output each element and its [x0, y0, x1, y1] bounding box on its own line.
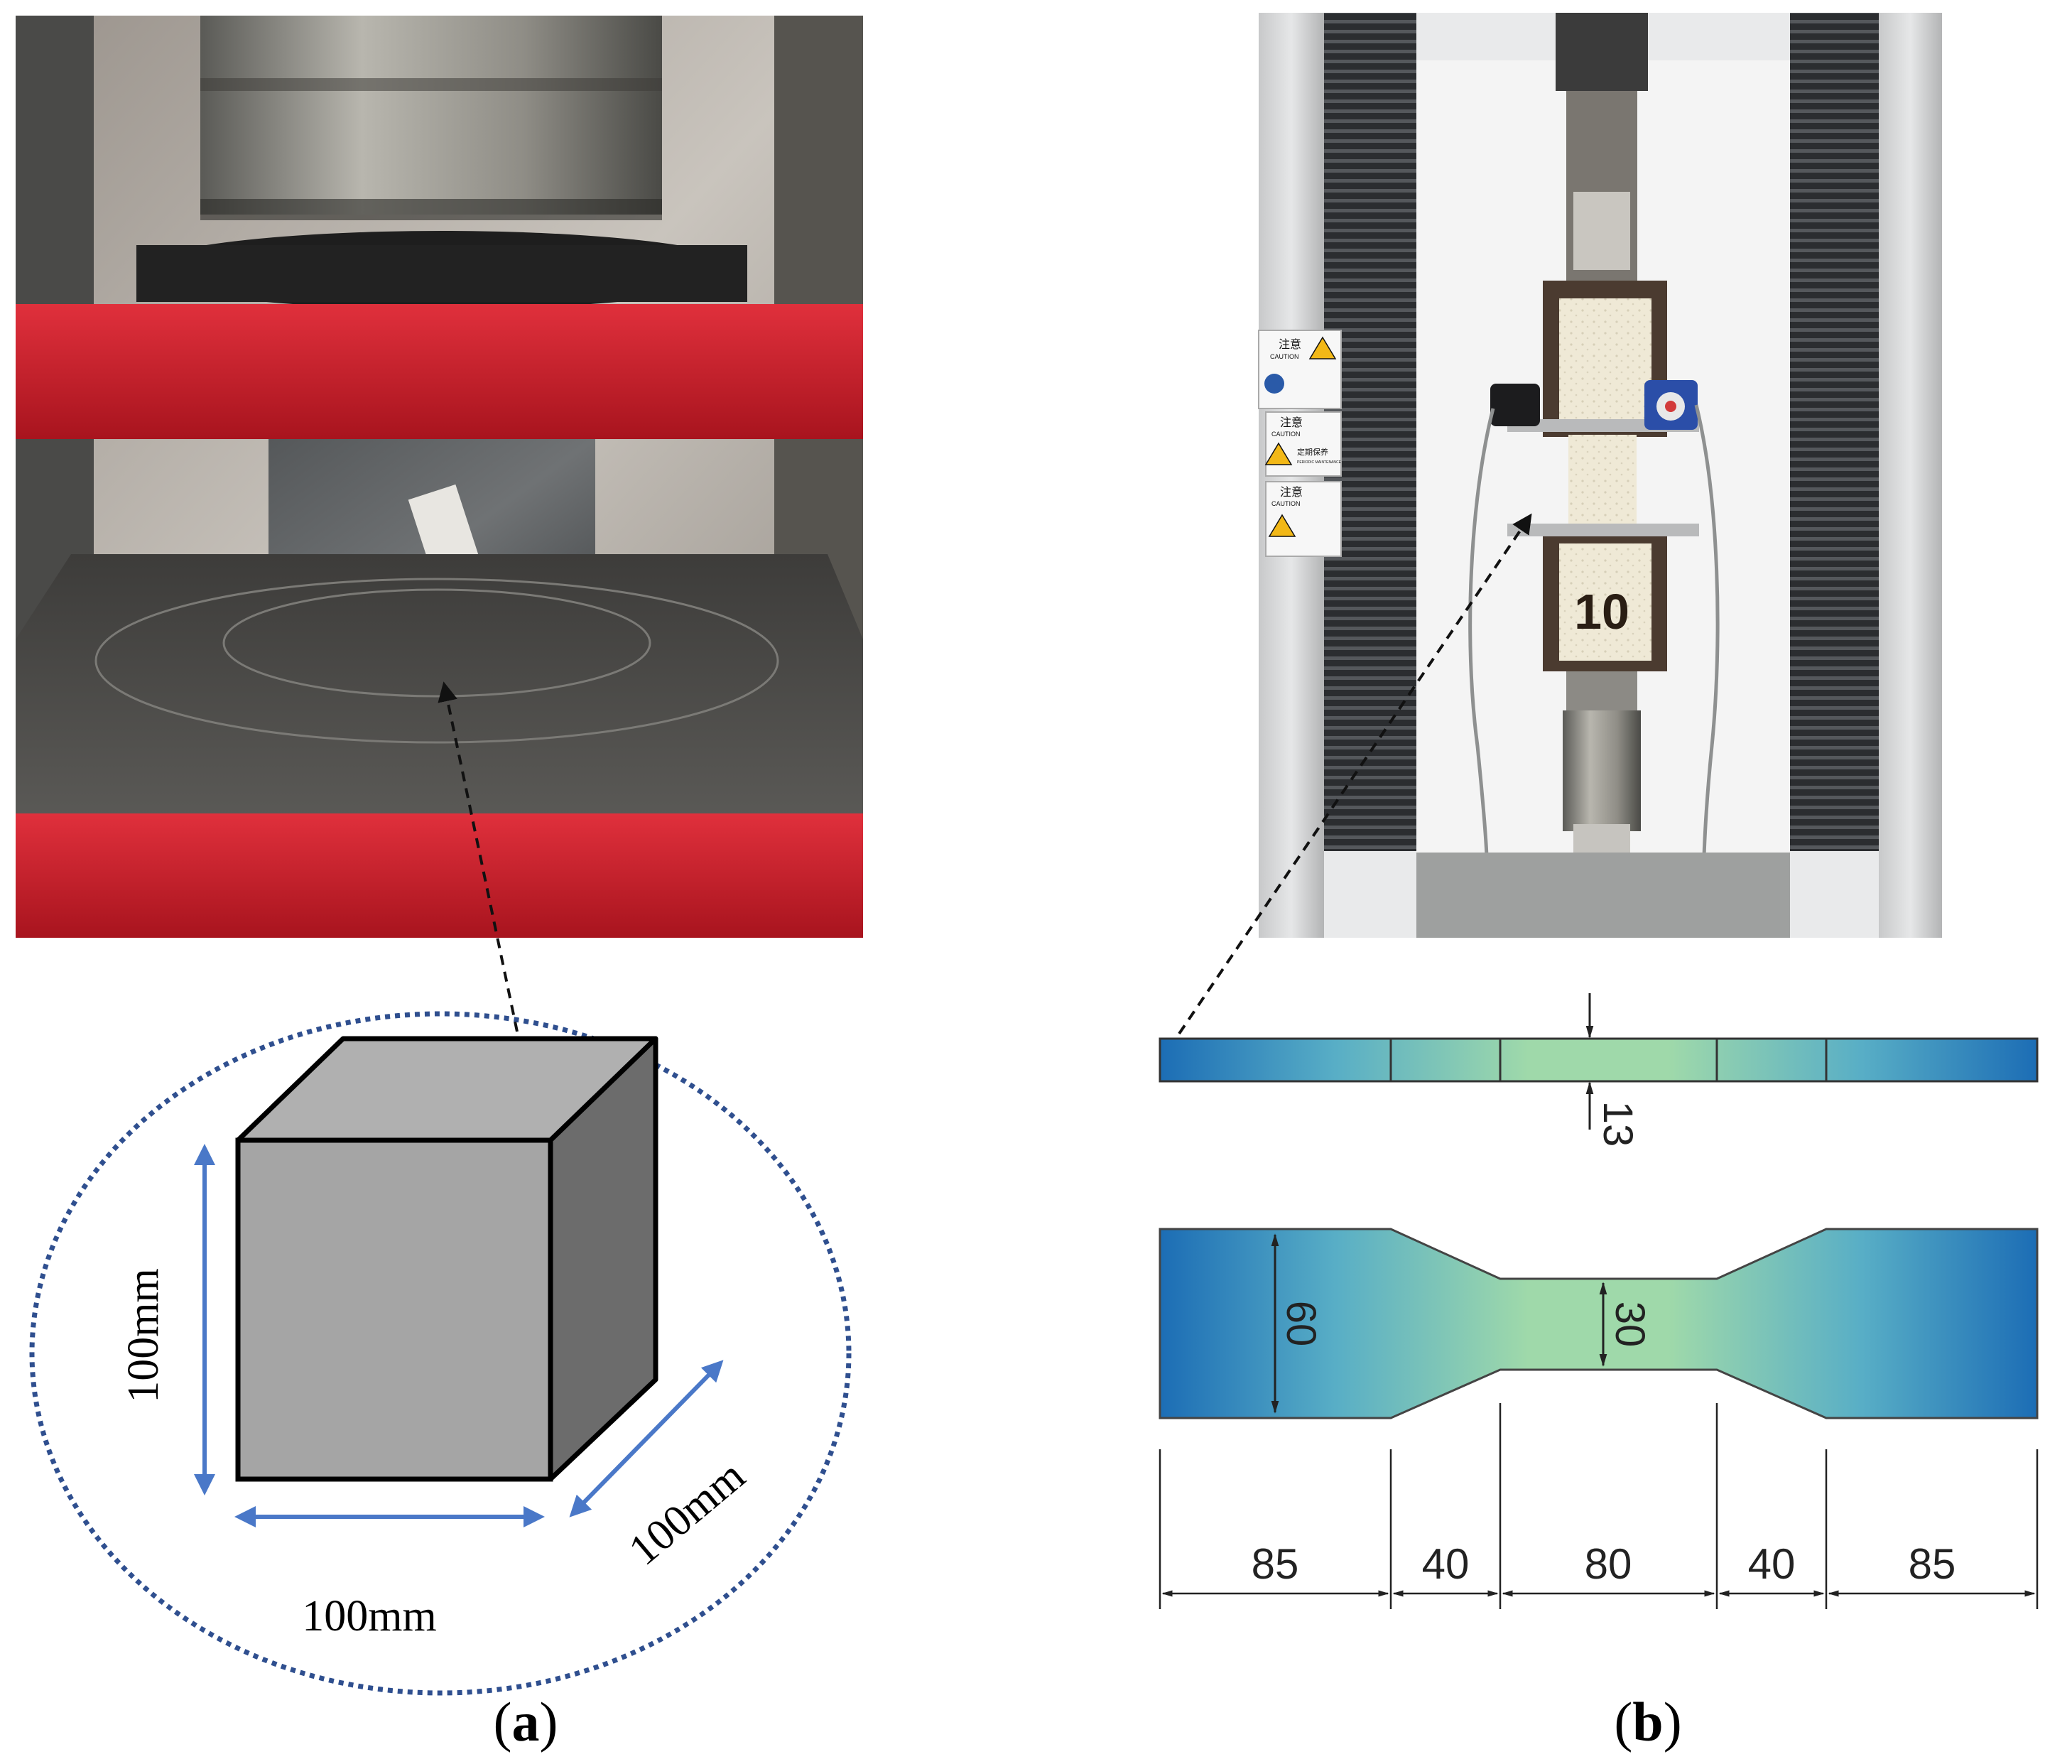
right-louver-panel	[1790, 13, 1879, 851]
caution-label-2: 注意 CAUTION 定期保养 PERIODIC MAINTENANCE	[1264, 411, 1342, 477]
svg-text:(b): (b)	[1614, 1691, 1681, 1753]
svg-text:(a): (a)	[494, 1691, 558, 1753]
lower-grip	[1566, 671, 1637, 714]
depth-arrow	[569, 1360, 724, 1517]
panel-b-photo: 10 注意 CAUTION 注意 CAUTION 定期保养 PERIOD	[1258, 13, 1942, 938]
width-label: 100mm	[302, 1592, 436, 1640]
specimen-number: 10	[1574, 584, 1629, 639]
lower-platen	[16, 554, 863, 817]
svg-text:CAUTION: CAUTION	[1271, 431, 1301, 438]
segment-label-5: 85	[1909, 1540, 1956, 1588]
svg-text:CAUTION: CAUTION	[1270, 353, 1299, 360]
height-label: 100mm	[119, 1268, 168, 1402]
caption-b: (b)	[1614, 1691, 1681, 1753]
specimen-top-view	[1159, 1228, 2039, 1419]
press-ram	[200, 16, 662, 215]
panel-a-photo: 8h	[16, 16, 863, 938]
svg-text:定期保养: 定期保养	[1297, 447, 1328, 457]
extensometer-left-sensor	[1490, 384, 1540, 426]
panel-b-specimen-drawing: 13 60 30 85 40 80 40 85	[1159, 513, 2039, 1609]
segment-label-1: 85	[1252, 1540, 1299, 1588]
upper-crosshead	[16, 304, 863, 439]
caution-label-1: 注意 CAUTION	[1258, 330, 1342, 409]
svg-text:PERIODIC MAINTENANCE: PERIODIC MAINTENANCE	[1297, 460, 1342, 465]
upper-grip	[1556, 13, 1648, 91]
panel-b-pointer	[1178, 513, 1532, 1035]
panel-a-cube-diagram: 100mm 100mm 100mm	[29, 681, 852, 1696]
svg-text:注意: 注意	[1280, 485, 1303, 499]
caution-label-3: 注意 CAUTION	[1265, 481, 1342, 557]
lower-base	[16, 813, 863, 938]
segment-label-3: 80	[1585, 1540, 1632, 1588]
segment-label-4: 40	[1748, 1540, 1796, 1588]
narrow-width-label: 30	[1607, 1302, 1653, 1348]
tensile-specimen-gauge	[1568, 435, 1637, 531]
caption-a: (a)	[494, 1691, 558, 1753]
svg-text:CAUTION: CAUTION	[1271, 500, 1301, 507]
svg-text:注意: 注意	[1279, 337, 1301, 351]
extensometer-bar-bottom	[1507, 524, 1699, 536]
detail-ellipse	[29, 1011, 852, 1696]
segment-label-2: 40	[1422, 1540, 1470, 1588]
svg-text:注意: 注意	[1280, 416, 1303, 429]
panel-a-pointer	[438, 681, 519, 1032]
depth-label: 100mm	[620, 1451, 754, 1575]
wide-width-label: 60	[1278, 1301, 1324, 1347]
thickness-label: 13	[1595, 1101, 1641, 1147]
cube-front-face	[235, 1137, 553, 1482]
specimen-side-view	[1159, 1037, 2039, 1083]
